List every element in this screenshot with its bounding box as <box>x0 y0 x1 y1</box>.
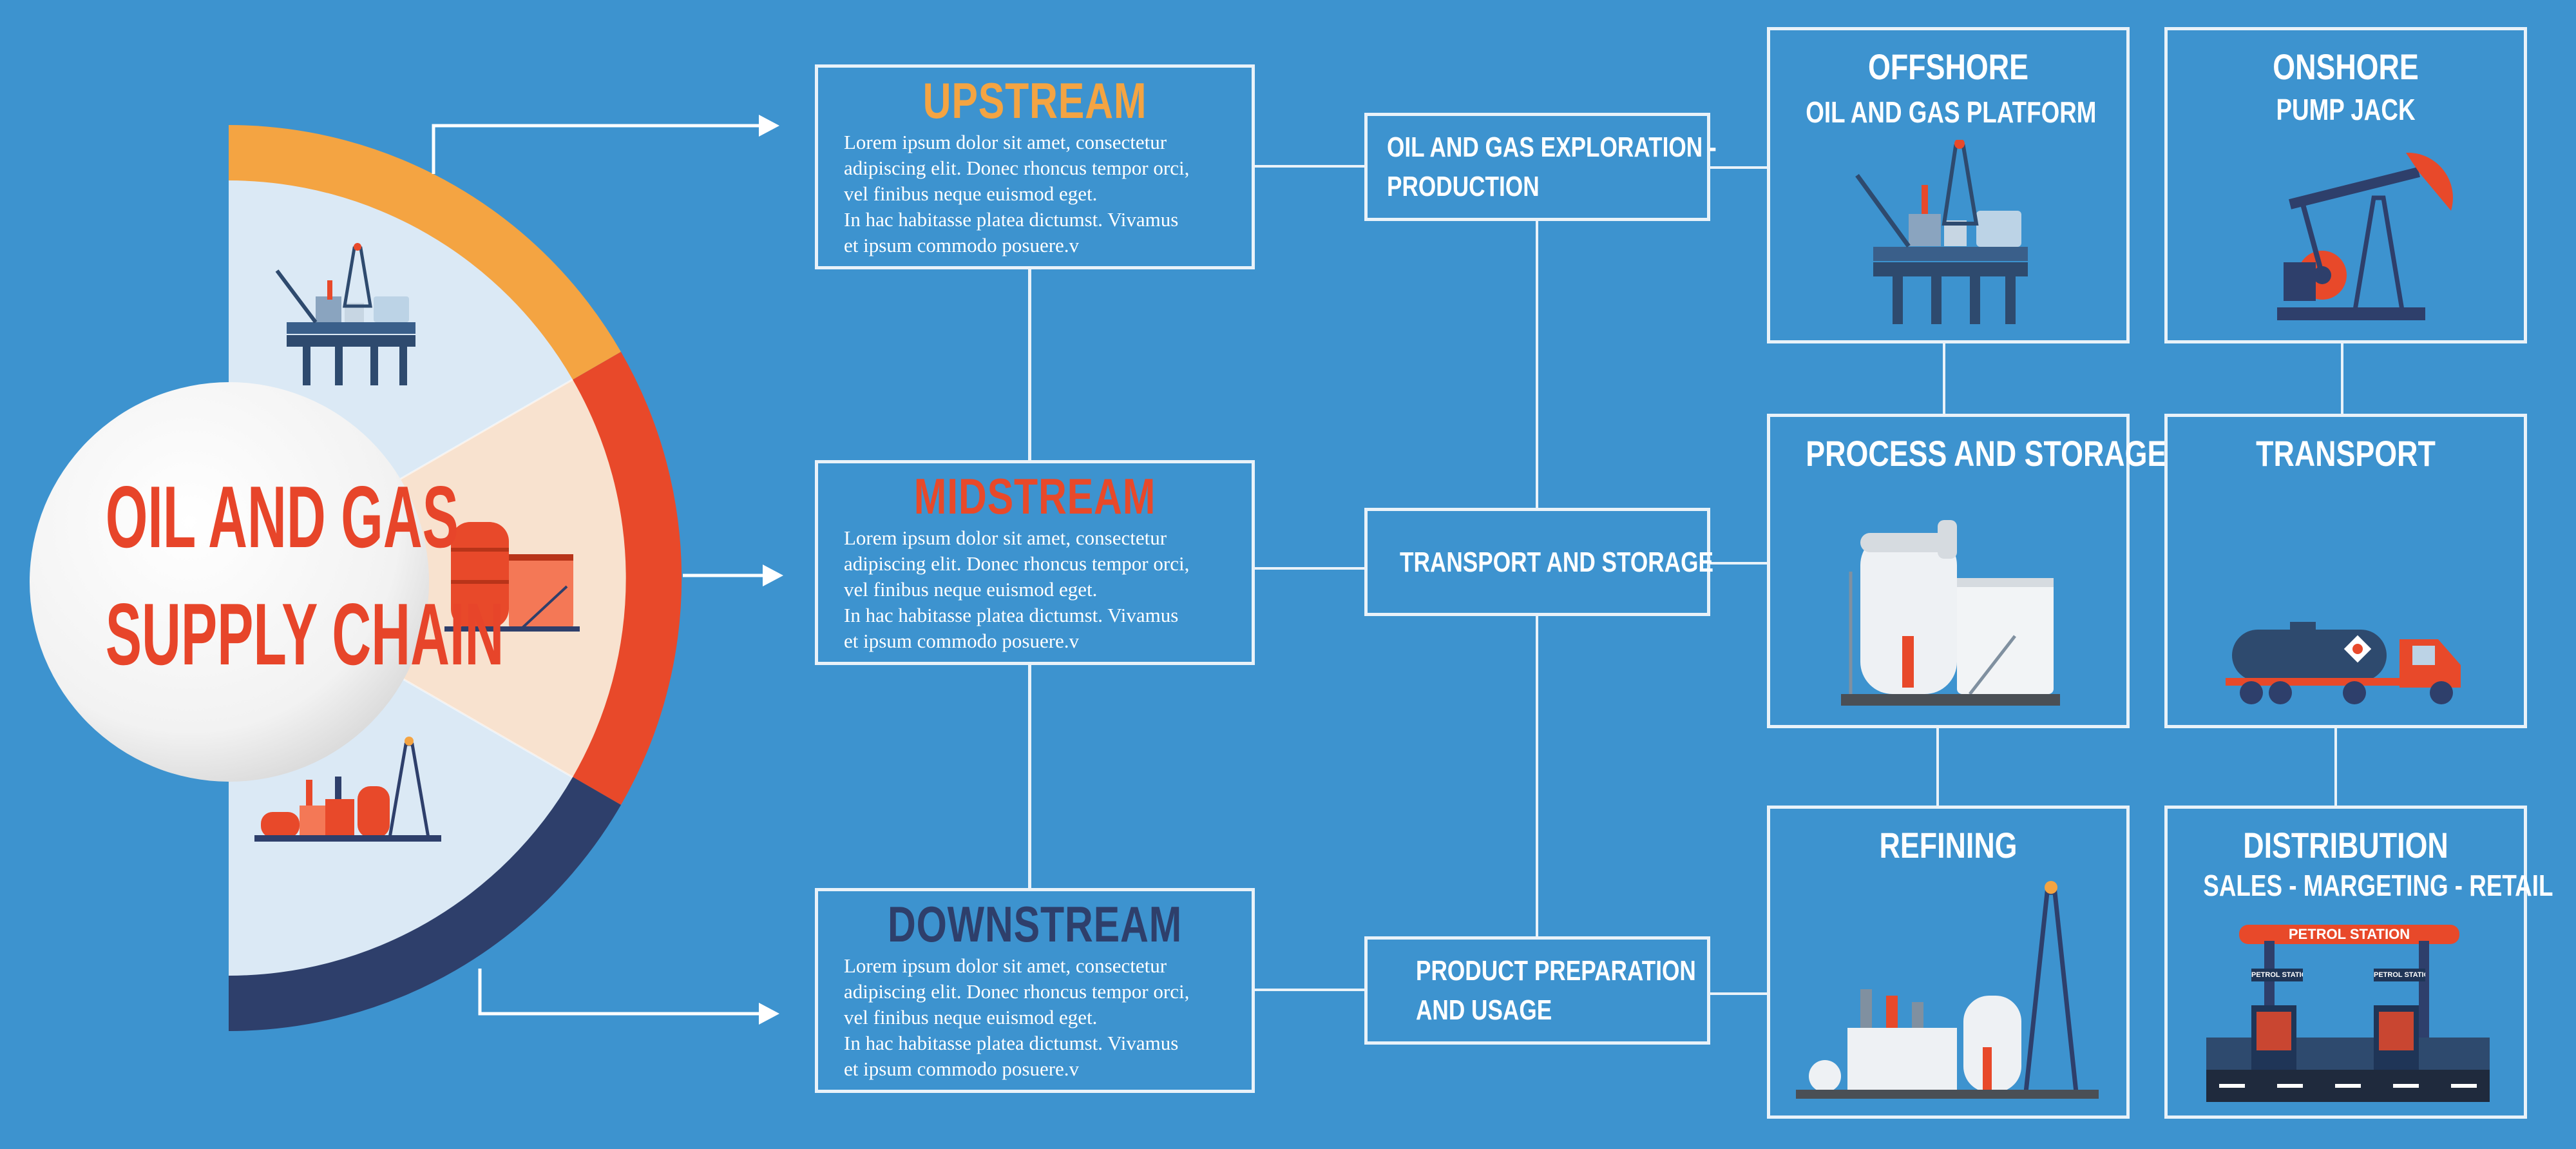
pump-label-right-text: PETROL STATION <box>2374 971 2425 979</box>
exploration-production-box: OIL AND GAS EXPLORATION - PRODUCTION <box>1364 113 1717 221</box>
midstream-title: MIDSTREAM <box>913 468 1156 525</box>
distribution-card: DISTRIBUTION SALES - MARGETING - RETAIL … <box>2164 806 2553 1119</box>
connector <box>1536 615 1538 938</box>
process-label-line1: PRODUCT PREPARATION <box>1416 955 1696 987</box>
transport-storage-box: TRANSPORT AND STORAGE <box>1364 508 1713 616</box>
distribution-title: DISTRIBUTION <box>2243 825 2448 865</box>
offshore-subtitle: OIL AND GAS PLATFORM <box>1806 95 2097 129</box>
process-storage-card: PROCESS AND STORAGE <box>1767 414 2167 728</box>
offshore-title: OFFSHORE <box>1868 46 2028 87</box>
petrol-station-sign-text: PETROL STATION <box>2288 926 2410 942</box>
connector <box>1252 989 1367 991</box>
connector <box>1943 342 1945 414</box>
connector <box>2341 342 2343 414</box>
downstream-description: Lorem ipsum dolor sit amet, consectetur … <box>844 954 1190 1080</box>
connector <box>2334 726 2337 807</box>
pump-label-left-text: PETROL STATION <box>2251 971 2303 979</box>
transport-title: TRANSPORT <box>2256 433 2436 474</box>
onshore-title: ONSHORE <box>2273 46 2419 87</box>
refinery-icon <box>1796 881 2099 1099</box>
pump-label-left: PETROL STATION <box>2251 969 2303 981</box>
connector <box>1708 992 1768 995</box>
connector <box>1252 165 1367 168</box>
downstream-box: DOWNSTREAM Lorem ipsum dolor sit amet, c… <box>815 888 1255 1093</box>
process-label-line2: PRODUCTION <box>1387 171 1540 202</box>
connector <box>1028 266 1031 463</box>
pump-label-right: PETROL STATION <box>2374 969 2425 981</box>
connector <box>1252 567 1367 570</box>
offshore-card: OFFSHORE OIL AND GAS PLATFORM <box>1767 27 2130 343</box>
process-storage-title: PROCESS AND STORAGE <box>1806 433 2167 474</box>
process-label-line2: AND USAGE <box>1416 994 1552 1026</box>
onshore-subtitle: PUMP JACK <box>2276 93 2416 126</box>
upstream-description: Lorem ipsum dolor sit amet, consectetur … <box>844 131 1190 256</box>
connector <box>1708 166 1768 169</box>
transport-card: TRANSPORT <box>2164 414 2527 728</box>
downstream-title: DOWNSTREAM <box>887 896 1183 952</box>
offshore-platform-icon <box>1855 140 2028 324</box>
connector <box>1708 562 1768 565</box>
upstream-arrow <box>432 124 770 174</box>
tanker-truck-icon <box>2226 622 2461 704</box>
center-title-line2: SUPPLY CHAIN <box>105 585 504 683</box>
upstream-box: UPSTREAM Lorem ipsum dolor sit amet, con… <box>815 64 1255 269</box>
supply-chain-wheel <box>30 115 783 1032</box>
midstream-box: MIDSTREAM Lorem ipsum dolor sit amet, co… <box>815 460 1255 665</box>
refining-card: REFINING <box>1767 806 2130 1119</box>
connector <box>1936 726 1939 807</box>
storage-tank-icon <box>444 522 580 632</box>
pump-jack-icon <box>2277 152 2453 320</box>
process-label-line1: TRANSPORT AND STORAGE <box>1400 546 1713 578</box>
refinery-icon <box>254 737 441 842</box>
process-label-line1: OIL AND GAS EXPLORATION - <box>1387 131 1717 163</box>
downstream-arrow <box>478 969 770 1016</box>
midstream-description: Lorem ipsum dolor sit amet, consectetur … <box>844 526 1190 652</box>
refining-title: REFINING <box>1879 825 2018 865</box>
storage-tanks-icon <box>1841 520 2060 706</box>
distribution-subtitle: SALES - MARGETING - RETAIL <box>2203 869 2553 902</box>
connector <box>1028 662 1031 891</box>
onshore-card: ONSHORE PUMP JACK <box>2164 27 2527 343</box>
product-preparation-box: PRODUCT PREPARATION AND USAGE <box>1364 936 1710 1045</box>
upstream-title: UPSTREAM <box>922 72 1147 129</box>
connector <box>1536 219 1538 509</box>
center-title-line1: OIL AND GAS <box>105 468 459 566</box>
offshore-platform-icon <box>275 243 415 385</box>
petrol-station-icon <box>2206 941 2490 1102</box>
center-circle <box>30 382 429 782</box>
